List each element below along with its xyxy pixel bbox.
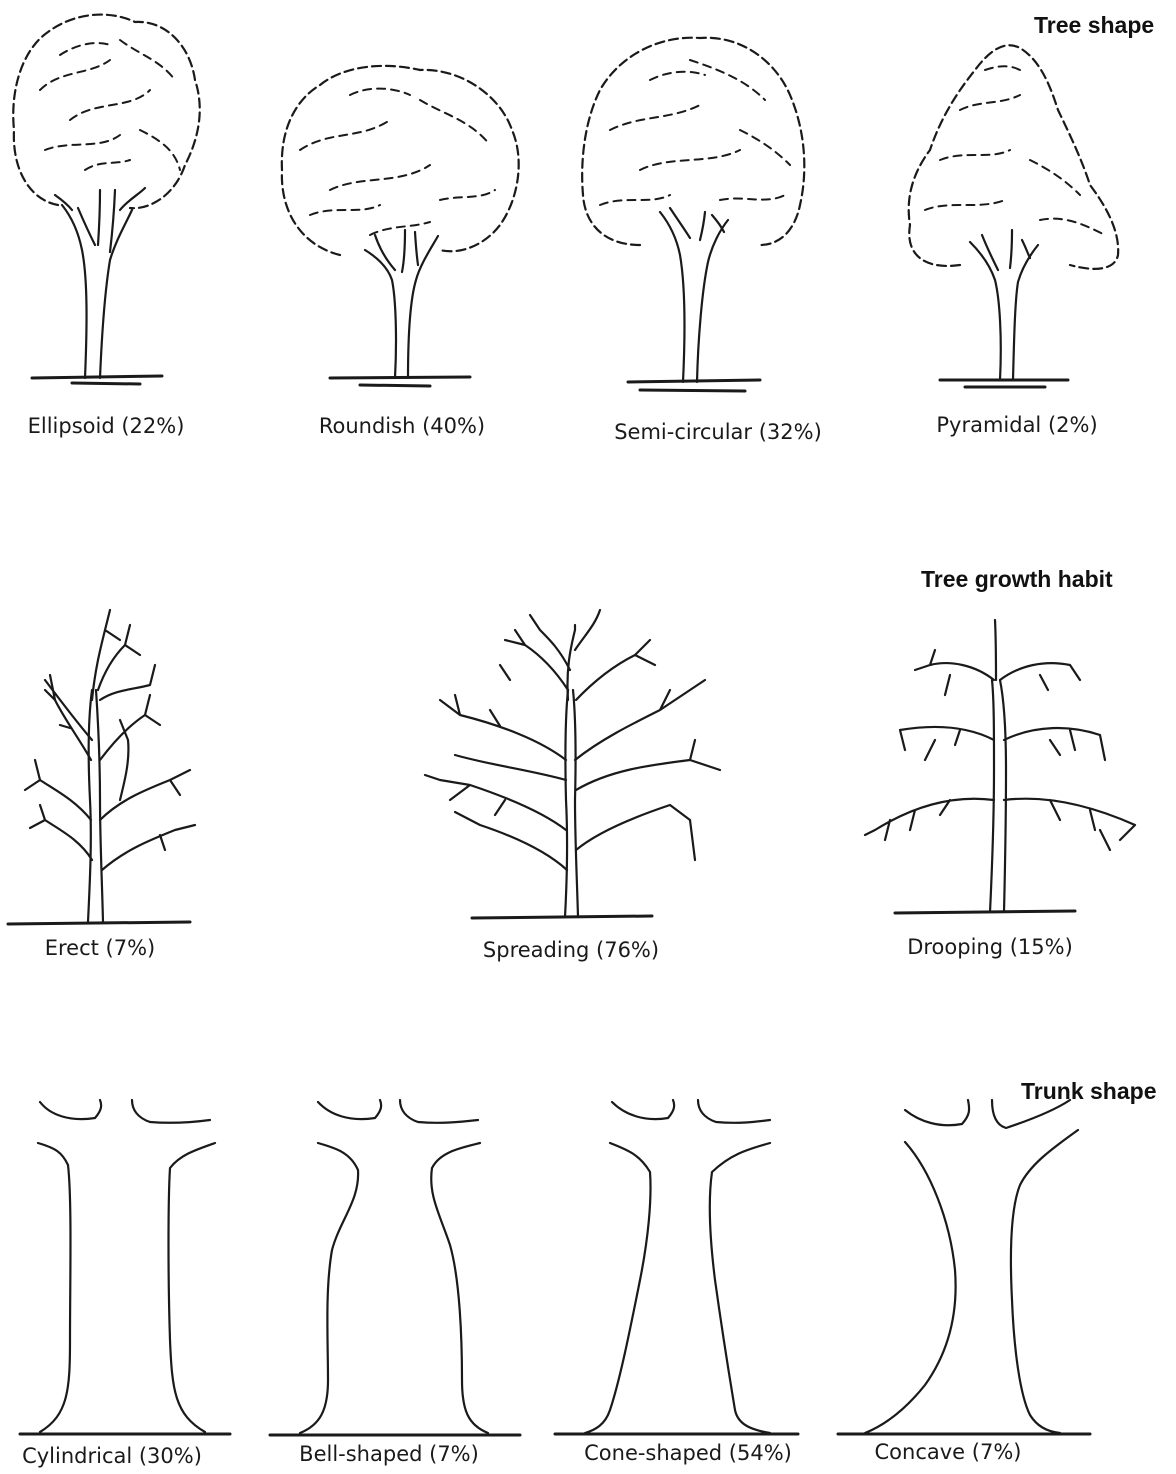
- roundish-ground: [330, 377, 470, 386]
- roundish-tree-drawing: [282, 66, 519, 386]
- semicircular-crown: [582, 38, 804, 245]
- pyramidal-trunk: [970, 230, 1038, 380]
- semicircular-ground: [628, 380, 760, 391]
- drooping-trunk: [990, 680, 1006, 912]
- cylindrical-trunk-drawing: [20, 1100, 230, 1434]
- caption-cone-shaped: Cone-shaped (54%): [584, 1441, 792, 1465]
- pyramidal-crown: [909, 45, 1118, 269]
- pyramidal-tree-drawing: [909, 45, 1118, 387]
- caption-semicircular: Semi-circular (32%): [614, 420, 822, 444]
- spreading-ground: [472, 916, 652, 918]
- ellipsoid-tree-drawing: [13, 15, 199, 384]
- caption-spreading: Spreading (76%): [483, 938, 659, 962]
- bell-trunk-drawing: [270, 1100, 520, 1435]
- spreading-tree-drawing: [425, 610, 720, 918]
- tree-growth-habit-heading: Tree growth habit: [921, 566, 1113, 593]
- caption-ellipsoid: Ellipsoid (22%): [28, 414, 185, 438]
- semicircular-trunk: [660, 208, 728, 382]
- caption-bell-shaped: Bell-shaped (7%): [299, 1442, 479, 1466]
- concave-trunk-drawing: [838, 1100, 1090, 1434]
- caption-erect: Erect (7%): [45, 936, 156, 960]
- caption-pyramidal: Pyramidal (2%): [936, 413, 1097, 437]
- pyramidal-ground: [940, 380, 1068, 387]
- semicircular-tree-drawing: [582, 38, 804, 391]
- ellipsoid-ground: [32, 376, 162, 384]
- caption-drooping: Drooping (15%): [907, 935, 1073, 959]
- drooping-ground: [895, 911, 1075, 913]
- drooping-tree-drawing: [865, 620, 1135, 913]
- roundish-trunk: [365, 230, 438, 378]
- caption-concave: Concave (7%): [875, 1440, 1022, 1464]
- caption-roundish: Roundish (40%): [319, 414, 485, 438]
- trunk-shape-heading: Trunk shape: [1021, 1078, 1156, 1105]
- spreading-trunk: [565, 690, 578, 917]
- cone-trunk-drawing: [555, 1100, 798, 1434]
- erect-trunk: [88, 690, 103, 922]
- caption-cylindrical: Cylindrical (30%): [22, 1444, 202, 1468]
- erect-tree-drawing: [8, 610, 195, 924]
- tree-shape-heading: Tree shape: [1034, 12, 1154, 39]
- ellipsoid-trunk: [55, 188, 145, 378]
- erect-ground: [8, 922, 190, 924]
